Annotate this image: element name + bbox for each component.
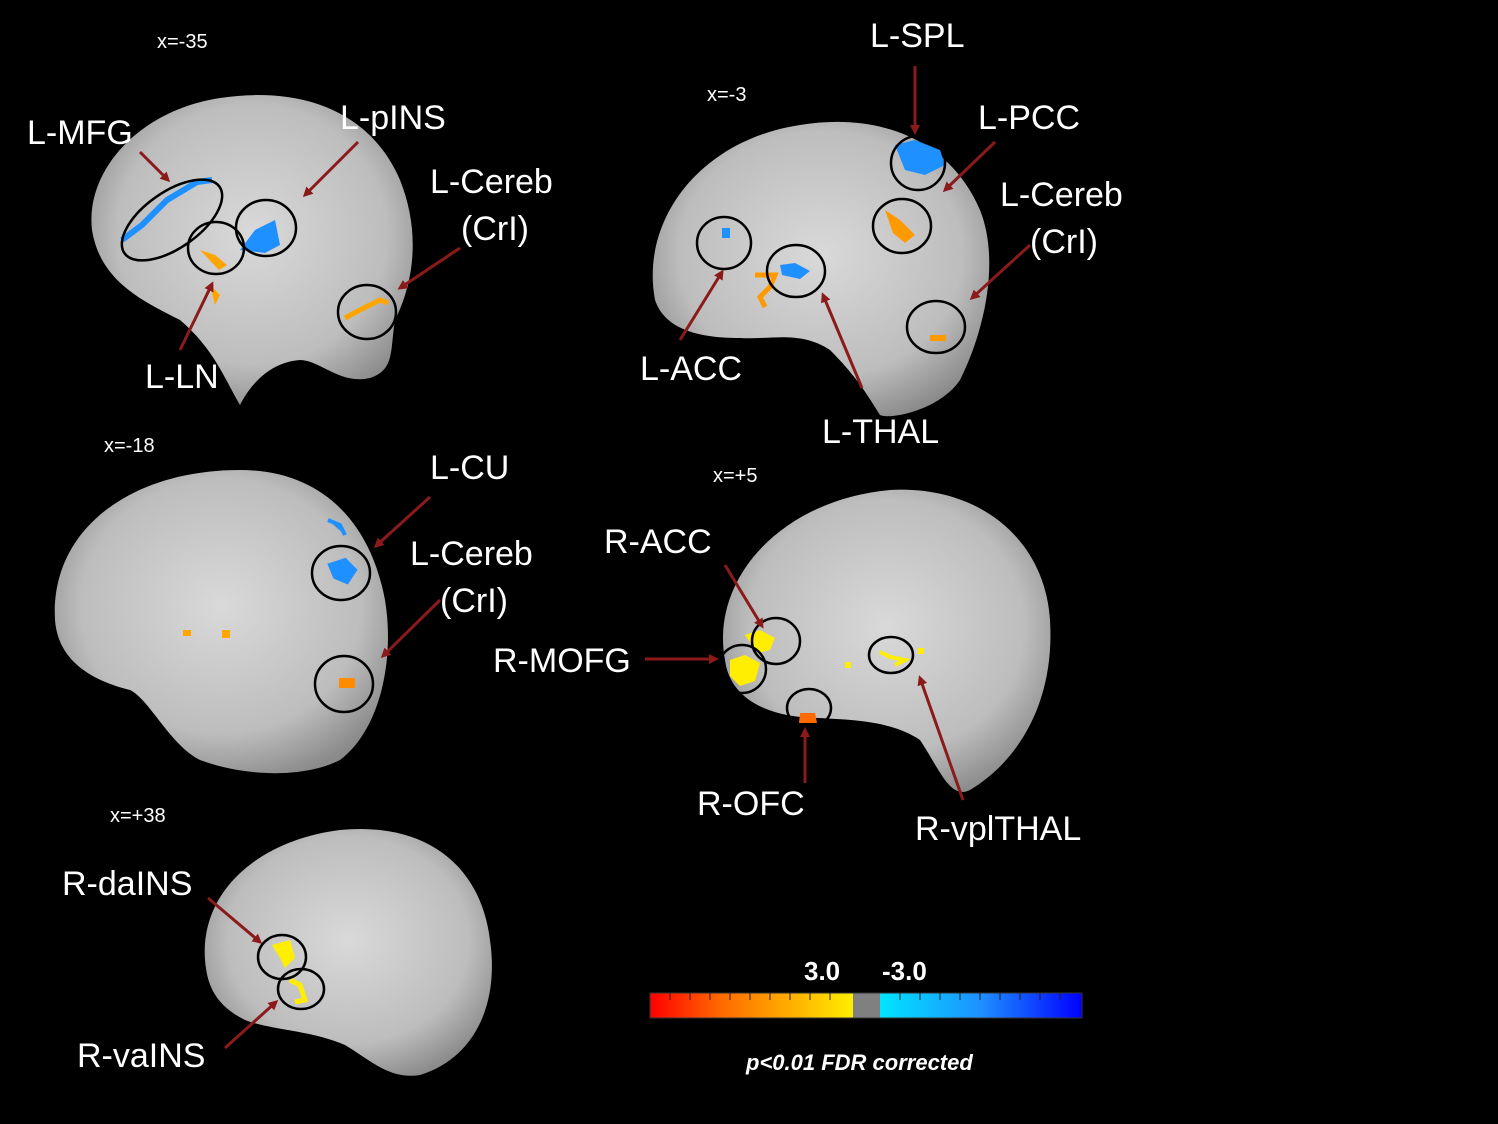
brain-slice-2: x=-3 xyxy=(652,84,990,417)
region-labels: L-MFG L-pINS L-Cereb (CrI) L-LN L-SPL L-… xyxy=(27,17,1123,1075)
colorbar-negative-ramp xyxy=(880,993,1082,1018)
colorbar-ticks xyxy=(669,993,1061,1000)
activation-clusters xyxy=(272,940,309,1005)
brain-image xyxy=(54,470,389,774)
label-l-cereb-1: L-Cereb xyxy=(430,163,553,201)
label-l-acc: L-ACC xyxy=(640,350,742,388)
colorbar-frame xyxy=(649,992,1083,1019)
activation-clusters xyxy=(730,630,924,723)
label-l-cereb-3: L-Cereb xyxy=(410,535,533,573)
activation-clusters xyxy=(722,140,946,341)
slice-label: x=+5 xyxy=(713,465,757,487)
brain-slice-5: x=+38 xyxy=(110,805,492,1076)
label-l-ln: L-LN xyxy=(145,358,219,396)
label-r-mofg: R-MOFG xyxy=(493,642,631,680)
colorbar-caption: p<0.01 FDR corrected xyxy=(745,1050,973,1075)
colorbar-negative-tick: -3.0 xyxy=(882,956,927,986)
brain-slice-3: x=-18 xyxy=(54,435,389,774)
label-r-ofc: R-OFC xyxy=(697,785,805,823)
brain-image xyxy=(204,828,492,1076)
brain-slice-1: x=-35 xyxy=(91,31,413,405)
label-l-pcc: L-PCC xyxy=(978,99,1080,137)
slice-label: x=-18 xyxy=(104,435,155,457)
brain-image xyxy=(652,121,990,417)
label-l-cereb-1-sub: (CrI) xyxy=(461,210,529,248)
annotation-arrows xyxy=(138,66,1032,1050)
activation-clusters xyxy=(183,518,358,688)
label-l-cereb-2: L-Cereb xyxy=(1000,176,1123,214)
activation-clusters xyxy=(120,177,389,321)
label-l-cu: L-CU xyxy=(430,449,509,487)
label-l-thal: L-THAL xyxy=(822,413,939,451)
label-r-vains: R-vaINS xyxy=(77,1037,205,1075)
colorbar-neutral-gap xyxy=(853,993,880,1018)
label-r-vplthal: R-vplTHAL xyxy=(915,810,1081,848)
colorbar-positive-tick: 3.0 xyxy=(804,956,840,986)
slice-label: x=+38 xyxy=(110,805,166,827)
brain-slice-4: x=+5 xyxy=(713,465,1051,792)
label-r-dains: R-daINS xyxy=(62,865,192,903)
colorbar-positive-ramp xyxy=(650,993,853,1018)
label-l-pins: L-pINS xyxy=(340,99,446,137)
label-l-cereb-2-sub: (CrI) xyxy=(1030,223,1098,261)
slice-label: x=-35 xyxy=(157,31,208,53)
colorbar: 3.0 -3.0 p<0.01 FDR corrected xyxy=(649,956,1083,1075)
label-l-spl: L-SPL xyxy=(870,17,965,55)
label-l-mfg: L-MFG xyxy=(27,114,133,152)
label-r-acc: R-ACC xyxy=(604,523,712,561)
slice-label: x=-3 xyxy=(707,84,746,106)
label-l-cereb-3-sub: (CrI) xyxy=(440,582,508,620)
